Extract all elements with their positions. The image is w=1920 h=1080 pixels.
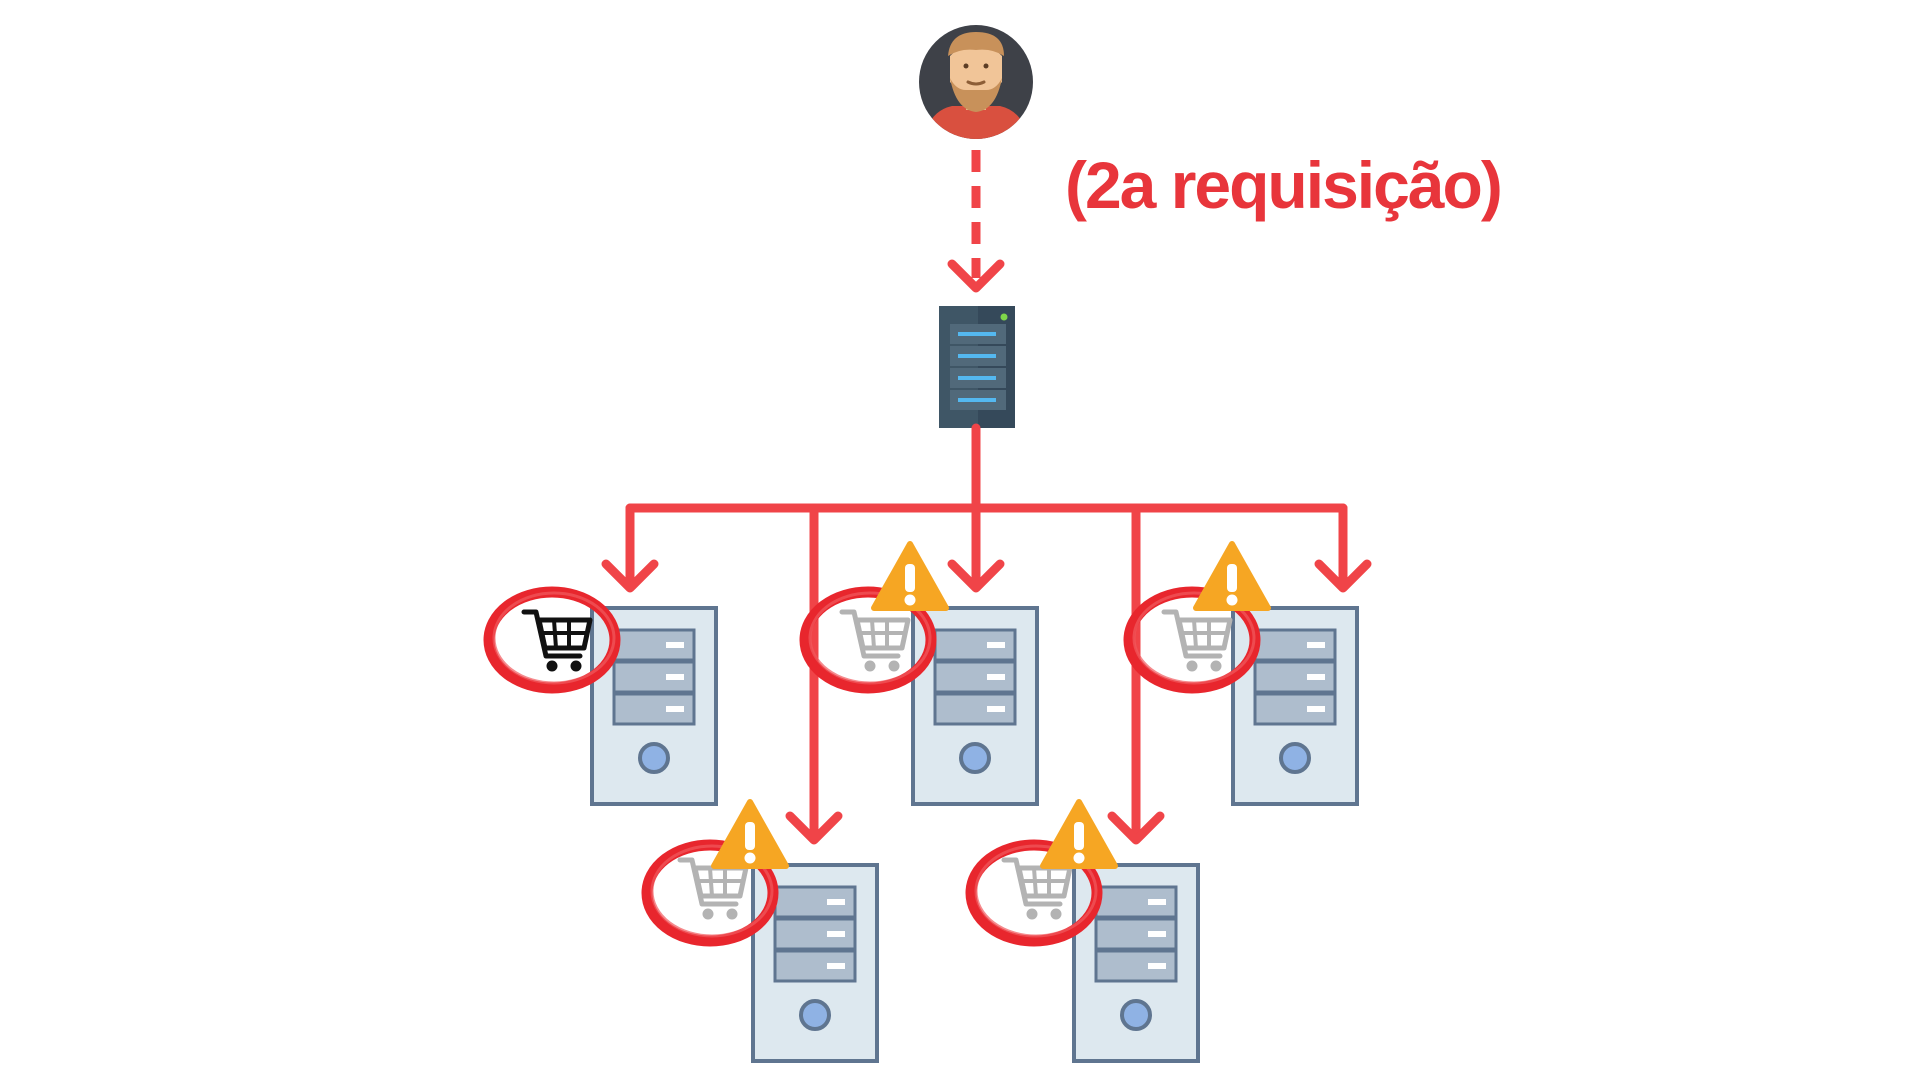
warning-icon xyxy=(714,802,786,866)
request-label: (2a requisição) xyxy=(1065,148,1501,222)
warning-icon xyxy=(1196,544,1268,608)
shopping-cart-icon xyxy=(1164,612,1230,671)
warning-icon xyxy=(1043,802,1115,866)
server-2 xyxy=(805,544,1039,806)
server-5 xyxy=(971,802,1200,1063)
server-1 xyxy=(489,592,718,806)
server-4 xyxy=(647,802,879,1063)
warning-icon xyxy=(874,544,946,608)
user-avatar-icon xyxy=(919,25,1033,139)
server-3 xyxy=(1129,544,1359,806)
request-arrow xyxy=(952,150,1000,288)
shopping-cart-icon xyxy=(524,612,590,671)
rack-server-icon xyxy=(939,306,1015,428)
shopping-cart-icon xyxy=(842,612,908,671)
